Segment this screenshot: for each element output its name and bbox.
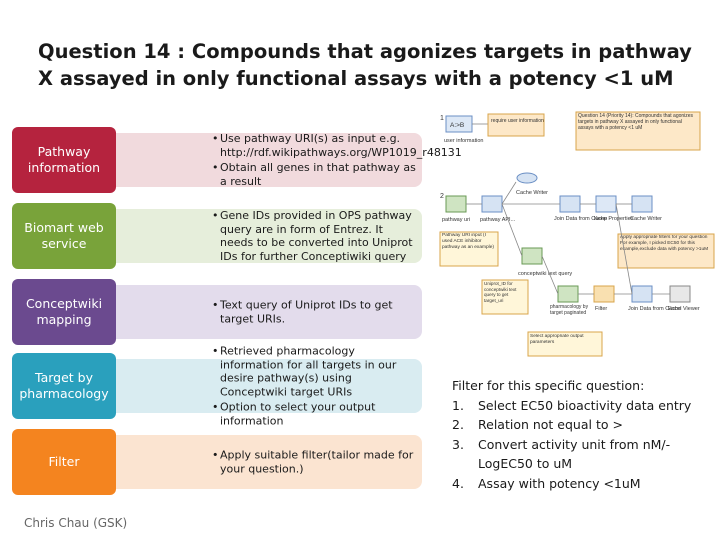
- step-pathway-information: Use pathway URI(s) as input e.g. http://…: [12, 127, 462, 193]
- step-number: 4.: [452, 475, 464, 491]
- bullet-list: Gene IDs provided in OPS pathway query a…: [212, 207, 416, 265]
- conceptwiki-node-icon: [521, 247, 543, 265]
- step-text: Convert activity unit from nM/-LogEC50 t…: [478, 436, 671, 472]
- cache-writer-2-label: Cache Writer: [630, 216, 662, 222]
- filter-step-item: 1. Select EC50 bioactivity data entry: [452, 396, 712, 416]
- bullet-item: Text query of Uniprot IDs to get target …: [212, 299, 416, 326]
- bullet-list: Retrieved pharmacology information for a…: [212, 343, 416, 430]
- bullet-list: Apply suitable filter(tailor made for yo…: [212, 447, 416, 478]
- join-data-node-icon: [559, 195, 581, 213]
- step-category-box: Pathway information: [12, 127, 116, 193]
- step-number: 3.: [452, 436, 464, 452]
- step-category-box: Target by pharmacology: [12, 353, 116, 419]
- cache-writer-2-node-icon: [631, 195, 653, 213]
- join-data-2-label: Join Data from Cache: [628, 306, 681, 312]
- filter-steps: Filter for this specific question: 1. Sel…: [452, 376, 712, 493]
- pharmacology-node-icon: [557, 285, 579, 303]
- filter-node-icon: [593, 285, 615, 303]
- excel-viewer-node-icon: [669, 285, 691, 303]
- output-note-box: [527, 331, 603, 357]
- step-description-box: Use pathway URI(s) as input e.g. http://…: [102, 130, 462, 190]
- filter-node-label: Filter: [595, 306, 607, 312]
- excel-viewer-label: Excel Viewer: [668, 306, 700, 312]
- step-number-2: 2: [440, 193, 444, 200]
- step-filter: Apply suitable filter(tailor made for yo…: [12, 429, 422, 495]
- keep-properties-node-icon: [595, 195, 617, 213]
- conceptwiki-label: conceptwiki text query: [518, 271, 572, 277]
- join-data-label: Join Data from Cache: [554, 216, 607, 222]
- step-description-box: Text query of Uniprot IDs to get target …: [102, 285, 422, 339]
- step-biomart-web-service: Gene IDs provided in OPS pathway query a…: [12, 203, 422, 269]
- step-category-box: Biomart web service: [12, 203, 116, 269]
- pathway-uri-node-icon: [445, 195, 467, 213]
- question-note-box: [575, 111, 701, 151]
- question-note: Question 14 (Priority 14): Compounds tha…: [578, 113, 694, 131]
- uniprot-note: Uniprot_ID for conceptwiki text query to…: [484, 281, 517, 303]
- pathway-uri-label: pathway uri: [442, 217, 470, 223]
- ab-label: A:>B: [450, 122, 464, 129]
- workflow-diagram: 1 A:>B user information require user inf…: [439, 111, 715, 357]
- step-description-box: Retrieved pharmacology information for a…: [102, 345, 422, 427]
- bullet-list: Use pathway URI(s) as input e.g. http://…: [212, 130, 462, 190]
- filter-step-item: 2. Relation not equal to >: [452, 415, 712, 435]
- filter-step-item: 3. Convert activity unit from nM/-LogEC50…: [452, 435, 712, 474]
- step-target-by-pharmacology: Retrieved pharmacology information for a…: [12, 345, 422, 427]
- step-text: Assay with potency <1uM: [478, 475, 641, 491]
- uniprot-note-box: [481, 279, 529, 315]
- bullet-item: Retrieved pharmacology information for a…: [212, 345, 416, 399]
- pathway-api-node-icon: [481, 195, 503, 213]
- step-text: Relation not equal to >: [478, 417, 623, 432]
- step-description-box: Gene IDs provided in OPS pathway query a…: [102, 209, 422, 263]
- pathway-api-label: pathway API...: [480, 217, 516, 223]
- keep-properties-label: Keep Properties: [594, 216, 634, 222]
- step-text: Select EC50 bioactivity data entry: [478, 397, 692, 413]
- bullet-item: Gene IDs provided in OPS pathway query a…: [212, 209, 416, 263]
- slide-title: Question 14 : Compounds that agonizes ta…: [38, 40, 692, 90]
- require-note-box: [487, 113, 545, 137]
- step-number-1: 1: [440, 115, 444, 122]
- join-data-2-node-icon: [631, 285, 653, 303]
- pathway-input-note: Pathway URI input (I used ACE inhibitor …: [442, 233, 494, 250]
- filter-steps-list: 1. Select EC50 bioactivity data entry 2. R…: [452, 396, 712, 494]
- cache-writer-label: Cache Writer: [516, 190, 548, 196]
- bullet-item: Option to select your output information: [212, 401, 416, 428]
- require-note: require user information: [491, 118, 544, 124]
- filter-note-box: [617, 233, 715, 269]
- step-number: 1.: [452, 397, 464, 413]
- filter-note: Apply appropriate filters for your quest…: [620, 235, 709, 252]
- cache-writer-node-icon: [516, 172, 538, 184]
- bullet-list: Text query of Uniprot IDs to get target …: [212, 297, 416, 328]
- step-conceptwiki-mapping: Text query of Uniprot IDs to get target …: [12, 279, 422, 345]
- user-info-label: user information: [444, 138, 483, 144]
- step-description-box: Apply suitable filter(tailor made for yo…: [102, 435, 422, 489]
- author-credit: Chris Chau (GSK): [24, 516, 128, 530]
- pharmacology-label: pharmacology by target paginated: [550, 304, 589, 316]
- step-number: 2.: [452, 417, 464, 432]
- filter-step-item: 4. Assay with potency <1uM: [452, 474, 712, 494]
- filter-steps-heading: Filter for this specific question:: [452, 378, 645, 393]
- step-category-box: Conceptwiki mapping: [12, 279, 116, 345]
- bullet-item: Apply suitable filter(tailor made for yo…: [212, 449, 416, 476]
- step-category-box: Filter: [12, 429, 116, 495]
- bullet-item: Use pathway URI(s) as input e.g. http://…: [212, 132, 462, 159]
- bullet-item: Obtain all genes in that pathway as a re…: [212, 161, 416, 188]
- pathway-input-note-box: [439, 231, 499, 267]
- output-note: Select appropriate output parameters: [530, 334, 584, 345]
